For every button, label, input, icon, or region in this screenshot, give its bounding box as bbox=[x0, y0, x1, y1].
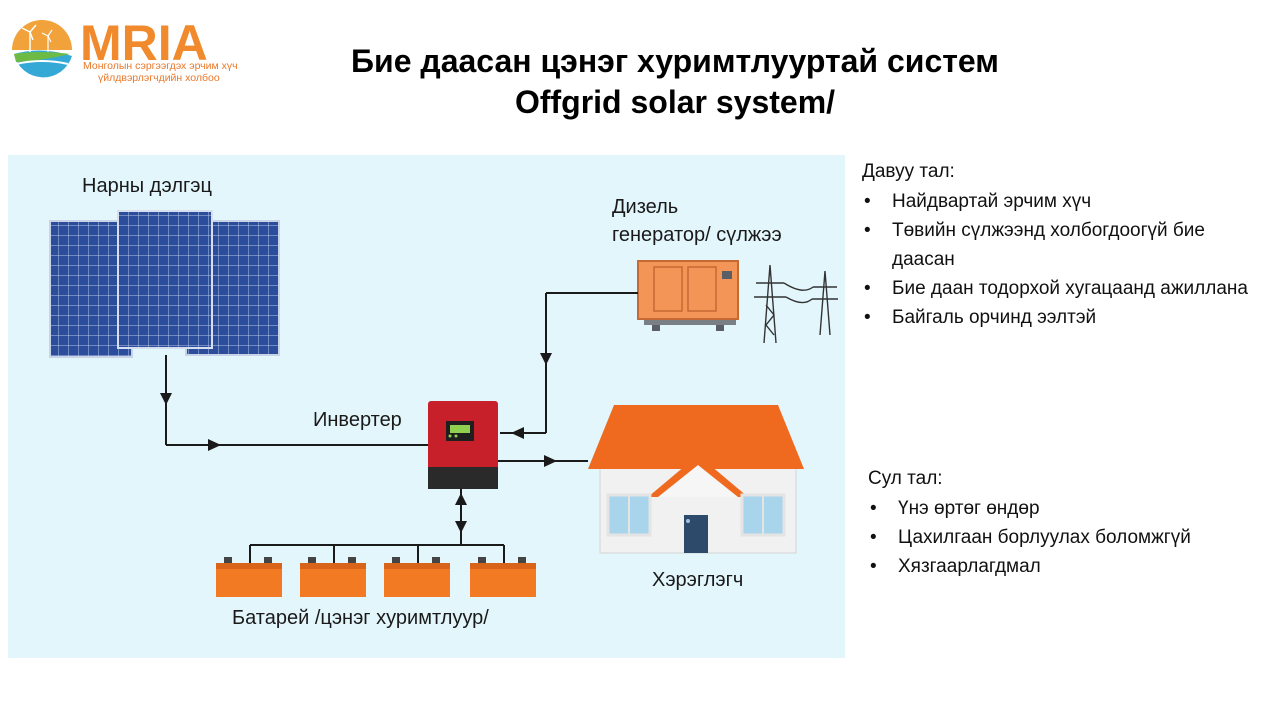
offgrid-diagram: Нарны дэлгэц Дизель генератор/ сүлжээ Ин… bbox=[8, 155, 845, 658]
arrow-down-icon bbox=[160, 393, 172, 405]
solar-panel-label: Нарны дэлгэц bbox=[82, 175, 212, 197]
advantages-heading: Давуу тал: bbox=[862, 161, 955, 182]
list-item: •Хязгаарлагдмал bbox=[870, 556, 1041, 577]
inverter-label: Инвертер bbox=[313, 409, 402, 431]
list-item: •Бие даан тодорхой хугацаанд ажиллана bbox=[864, 278, 1248, 299]
power-tower-icon bbox=[754, 264, 838, 344]
logo-subtitle-line2: үйлдвэрлэгчдийн холбоо bbox=[98, 72, 220, 84]
arrow-right-icon bbox=[544, 455, 557, 467]
arrow-up-icon bbox=[455, 493, 467, 505]
list-item: •Төвийн сүлжээнд холбогдоогүй бие даасан bbox=[864, 220, 1205, 270]
disadvantages-heading: Сул тал: bbox=[868, 468, 943, 489]
list-item: •Байгаль орчинд ээлтэй bbox=[864, 307, 1097, 328]
logo-subtitle-line1: Монголын сэргээгдэх эрчим хүч bbox=[83, 60, 238, 72]
battery-label: Батарей /цэнэг хуримтлуур/ bbox=[232, 607, 489, 629]
page-title: Бие даасан цэнэг хуримтлууртай систем bbox=[351, 43, 999, 79]
diesel-label-line2: генератор/ сүлжээ bbox=[612, 224, 782, 246]
disadvantages-list: •Үнэ өртөг өндөр •Цахилгаан борлуулах бо… bbox=[868, 494, 1258, 581]
arrow-right-icon bbox=[208, 439, 221, 451]
batteries-icon bbox=[216, 557, 536, 597]
arrow-down-icon bbox=[540, 353, 552, 365]
svg-text:MRIA: MRIA bbox=[80, 15, 208, 71]
solar-panels-icon bbox=[49, 210, 280, 358]
page-subtitle: Offgrid solar system/ bbox=[514, 84, 836, 120]
list-item: •Үнэ өртөг өндөр bbox=[870, 498, 1040, 519]
logo-mark-icon: MRIA bbox=[9, 15, 208, 81]
house-icon bbox=[588, 405, 804, 554]
list-item: •Найдвартай эрчим хүч bbox=[864, 191, 1092, 212]
advantages-list: •Найдвартай эрчим хүч •Төвийн сүлжээнд х… bbox=[862, 187, 1262, 332]
mria-logo: MRIA Монголын сэргээгдэх эрчим хүч үйлдв… bbox=[6, 10, 246, 90]
diesel-generator-icon bbox=[637, 260, 739, 331]
arrow-left-icon bbox=[511, 427, 524, 439]
list-item: •Цахилгаан борлуулах боломжгүй bbox=[870, 527, 1191, 548]
arrow-down-icon bbox=[455, 521, 467, 533]
inverter-to-battery-wire bbox=[249, 489, 505, 563]
diesel-label-line1: Дизель bbox=[612, 196, 679, 218]
inverter-icon bbox=[428, 401, 498, 489]
consumer-label: Хэрэглэгч bbox=[652, 569, 744, 591]
